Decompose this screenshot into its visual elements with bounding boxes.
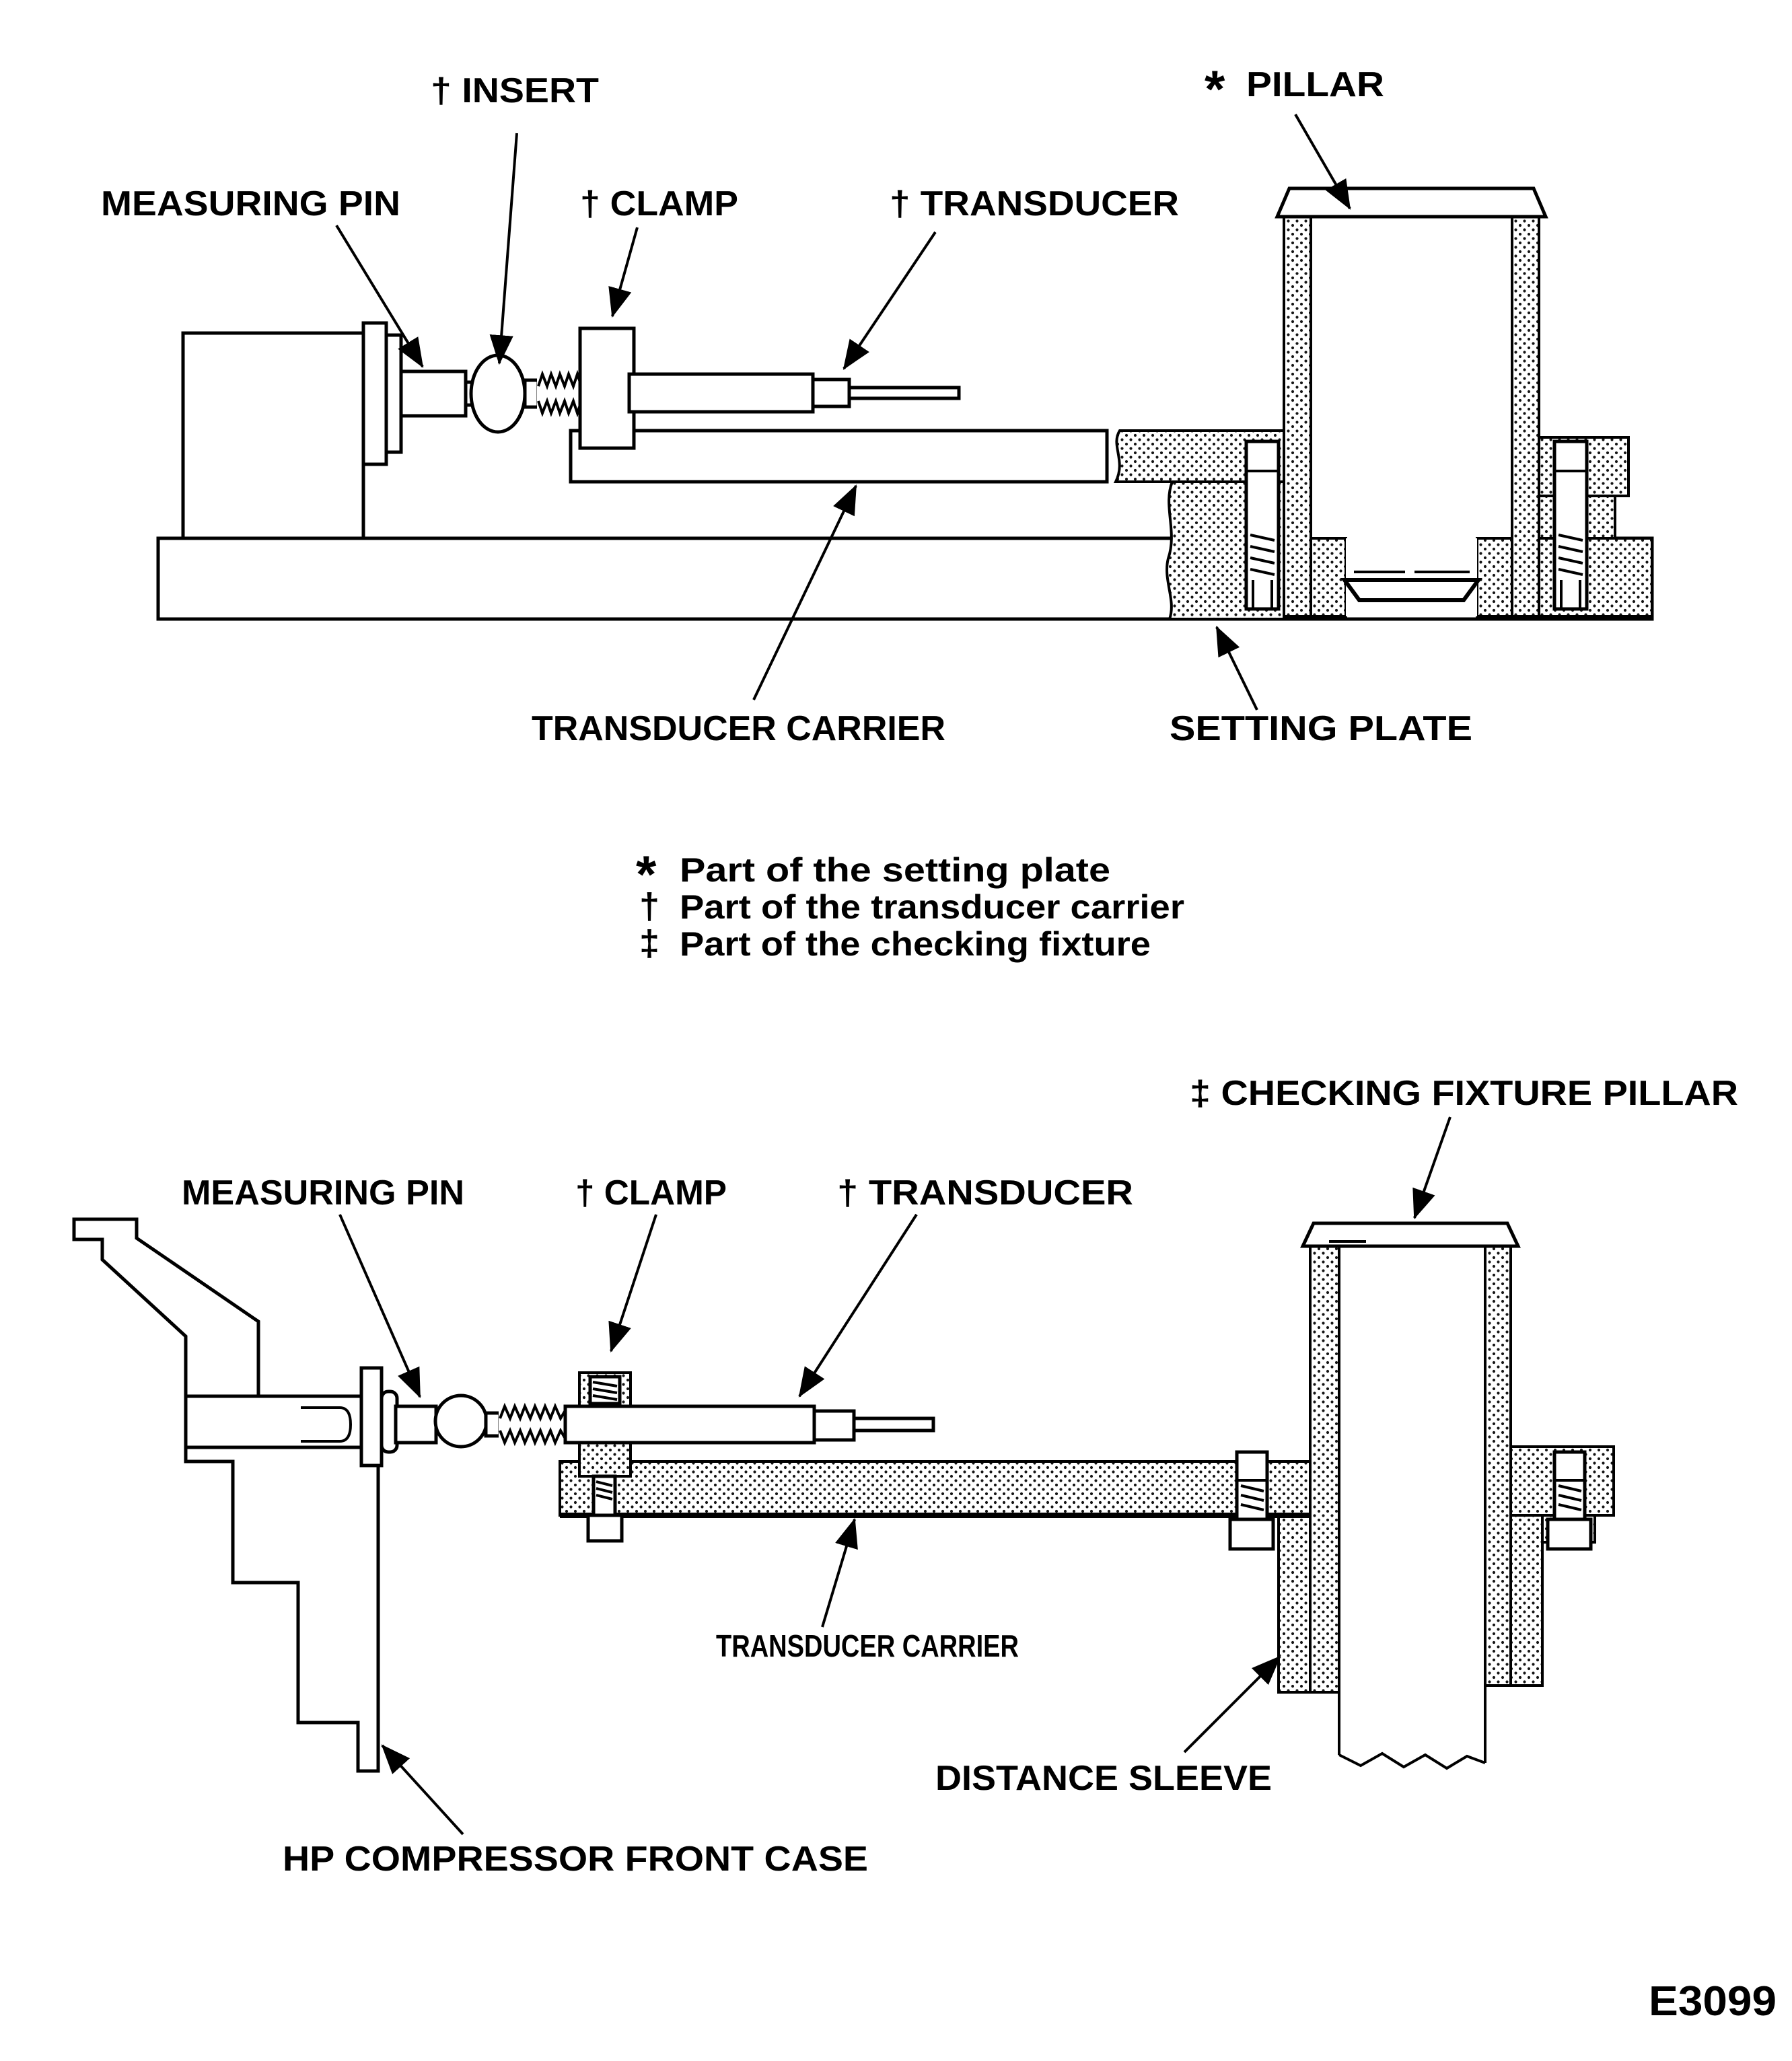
hp-compressor-front-case-shape <box>72 1217 384 1773</box>
checking-fixture-pillar-arrow <box>1412 1116 1451 1220</box>
clamp-bolt-foot <box>586 1513 624 1543</box>
fixture-block-flange-tab <box>384 333 403 454</box>
carrier-bolt-left <box>1228 1450 1275 1551</box>
transducer-arrow <box>798 1213 918 1398</box>
legend: * Part of the setting plate † Part of th… <box>636 844 1184 964</box>
pillar-interior <box>1311 217 1512 538</box>
legend-symbol-setting-plate: * <box>636 844 657 904</box>
pin-socket-detail <box>301 1406 353 1443</box>
setting-plate-label: SETTING PLATE <box>1170 709 1472 748</box>
distance-sleeve-left <box>1277 1514 1312 1694</box>
transducer-probe-rod <box>852 1416 935 1433</box>
legend-text-transducer-carrier: Part of the transducer carrier <box>680 888 1184 926</box>
clamp-label: † CLAMP <box>580 184 738 223</box>
insert-arrow <box>489 133 518 365</box>
legend-symbol-transducer-carrier: † <box>639 886 659 927</box>
transducer-body <box>563 1404 816 1445</box>
pillar-base-recess <box>1346 538 1477 616</box>
fixture-block-flange <box>361 321 388 466</box>
legend-symbol-checking-fixture: ‡ <box>639 923 659 964</box>
insert-thread <box>499 1402 567 1447</box>
cf-pillar-interior <box>1339 1246 1485 1755</box>
pillar-label: PILLAR <box>1246 65 1384 104</box>
measuring-pin-arrow <box>335 224 424 368</box>
cf-pillar-wall-left <box>1309 1245 1340 1694</box>
transducer-arrow <box>843 231 937 370</box>
pillar-arrow <box>1294 113 1351 210</box>
pillar-cap <box>1275 186 1548 219</box>
transducer-carrier-bar <box>559 1460 1312 1517</box>
clamp-arrow <box>608 227 639 318</box>
pillar-base-shoulder-left <box>1310 537 1347 618</box>
transducer-label: † TRANSDUCER <box>837 1173 1133 1213</box>
measuring-pin-shape <box>394 1404 438 1445</box>
distance-sleeve-right <box>1509 1514 1544 1687</box>
transducer-body <box>627 372 815 414</box>
transducer-carrier-label: TRANSDUCER CARRIER <box>532 709 945 748</box>
insert-neck <box>523 378 540 409</box>
clamp-block <box>578 326 636 450</box>
measuring-pin-label: MEASURING PIN <box>182 1173 464 1213</box>
transducer-carrier-bar <box>569 429 1109 484</box>
transducer-end <box>811 377 851 408</box>
cf-pillar-wall-right <box>1484 1245 1512 1687</box>
pillar-wall-left <box>1283 215 1312 618</box>
hp-compressor-front-case-arrow <box>381 1744 464 1836</box>
clamp-lower-block <box>578 1441 632 1478</box>
pin-boss <box>184 1394 363 1449</box>
legend-text-setting-plate: Part of the setting plate <box>680 851 1110 889</box>
recess-washer <box>1340 578 1482 602</box>
insert-neck <box>484 1411 502 1438</box>
insert-ball <box>469 353 527 434</box>
figure-code: E3099 <box>1649 1978 1777 2025</box>
pillar-base-shoulder-right <box>1476 537 1513 618</box>
insert-ball <box>433 1394 489 1449</box>
transducer-carrier-label: TRANSDUCER CARRIER <box>716 1628 1019 1663</box>
hp-compressor-front-case-label: HP COMPRESSOR FRONT CASE <box>283 1840 868 1879</box>
cf-pillar-lower-edges <box>1338 1686 1486 1763</box>
pillar-wall-right <box>1511 215 1540 618</box>
setting-plate-bolt-left <box>1244 439 1281 611</box>
insert-thread <box>537 369 581 418</box>
distance-sleeve-label: DISTANCE SLEEVE <box>935 1759 1272 1798</box>
pillar-asterisk: * <box>1205 59 1225 118</box>
carrier-bolt-right <box>1546 1450 1593 1551</box>
setting-plate-arrow <box>1215 626 1258 711</box>
transducer-probe-rod <box>847 386 961 400</box>
transducer-carrier-arrow <box>752 484 857 700</box>
checking-fixture-pillar-label: ‡ CHECKING FIXTURE PILLAR <box>1190 1074 1738 1113</box>
fixture-block <box>181 331 365 540</box>
measuring-pin-arrow <box>338 1214 421 1399</box>
measuring-pin-shape <box>399 369 468 418</box>
setting-plate-bolt-right <box>1552 439 1589 611</box>
distance-sleeve-arrow <box>1183 1655 1281 1753</box>
bottom-diagram: MEASURING PIN † CLAMP † TRANSDUCER ‡ CHE… <box>72 1074 1738 1879</box>
clamp-assembly <box>578 1371 632 1543</box>
insert-label: † INSERT <box>431 71 599 110</box>
legend-text-checking-fixture: Part of the checking fixture <box>680 925 1151 963</box>
pin-flange <box>359 1366 384 1468</box>
top-diagram: † INSERT MEASURING PIN † CLAMP † TRANSDU… <box>101 59 1654 748</box>
cf-pillar-broken-end <box>1338 1751 1486 1770</box>
transducer-label: † TRANSDUCER <box>890 184 1179 223</box>
transducer-carrier-arrow <box>821 1517 858 1628</box>
measuring-pin-label: MEASURING PIN <box>101 184 400 223</box>
clamp-label: † CLAMP <box>575 1173 727 1213</box>
transducer-end <box>812 1409 856 1442</box>
clamp-arrow <box>608 1214 657 1353</box>
